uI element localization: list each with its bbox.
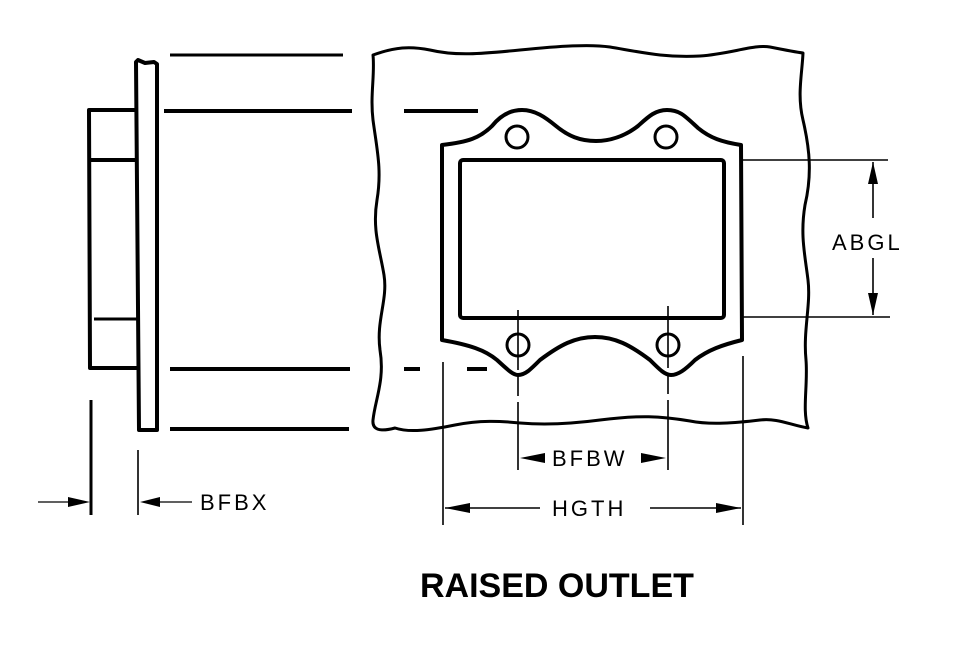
- bfbw-arrow-left-icon: [520, 453, 545, 463]
- front-view: BFBW HGTH ABGL: [370, 44, 903, 525]
- abgl-label: ABGL: [832, 230, 903, 255]
- bfbx-arrow-right-icon: [140, 497, 160, 507]
- bfbx-arrow-left-icon: [68, 497, 90, 507]
- abgl-arrow-bottom-icon: [868, 293, 878, 315]
- side-flange-plate: [134, 58, 159, 432]
- hgth-arrow-right-icon: [716, 503, 741, 513]
- duct-break-outline: [370, 44, 811, 433]
- hgth-label: HGTH: [552, 496, 626, 521]
- side-view: BFBX: [38, 53, 487, 515]
- bolt-hole-top-right: [653, 124, 679, 150]
- bfbw-label: BFBW: [552, 446, 628, 471]
- figure-title: RAISED OUTLET: [420, 567, 694, 605]
- hgth-arrow-left-icon: [445, 503, 470, 513]
- side-outlet-body: [87, 108, 139, 370]
- bfbx-label: BFBX: [200, 490, 269, 515]
- bolt-hole-top-left: [504, 124, 530, 150]
- bfbw-arrow-right-icon: [641, 453, 666, 463]
- outlet-flange-outline: [440, 108, 744, 377]
- outlet-opening: [458, 158, 726, 320]
- abgl-arrow-top-icon: [868, 162, 878, 184]
